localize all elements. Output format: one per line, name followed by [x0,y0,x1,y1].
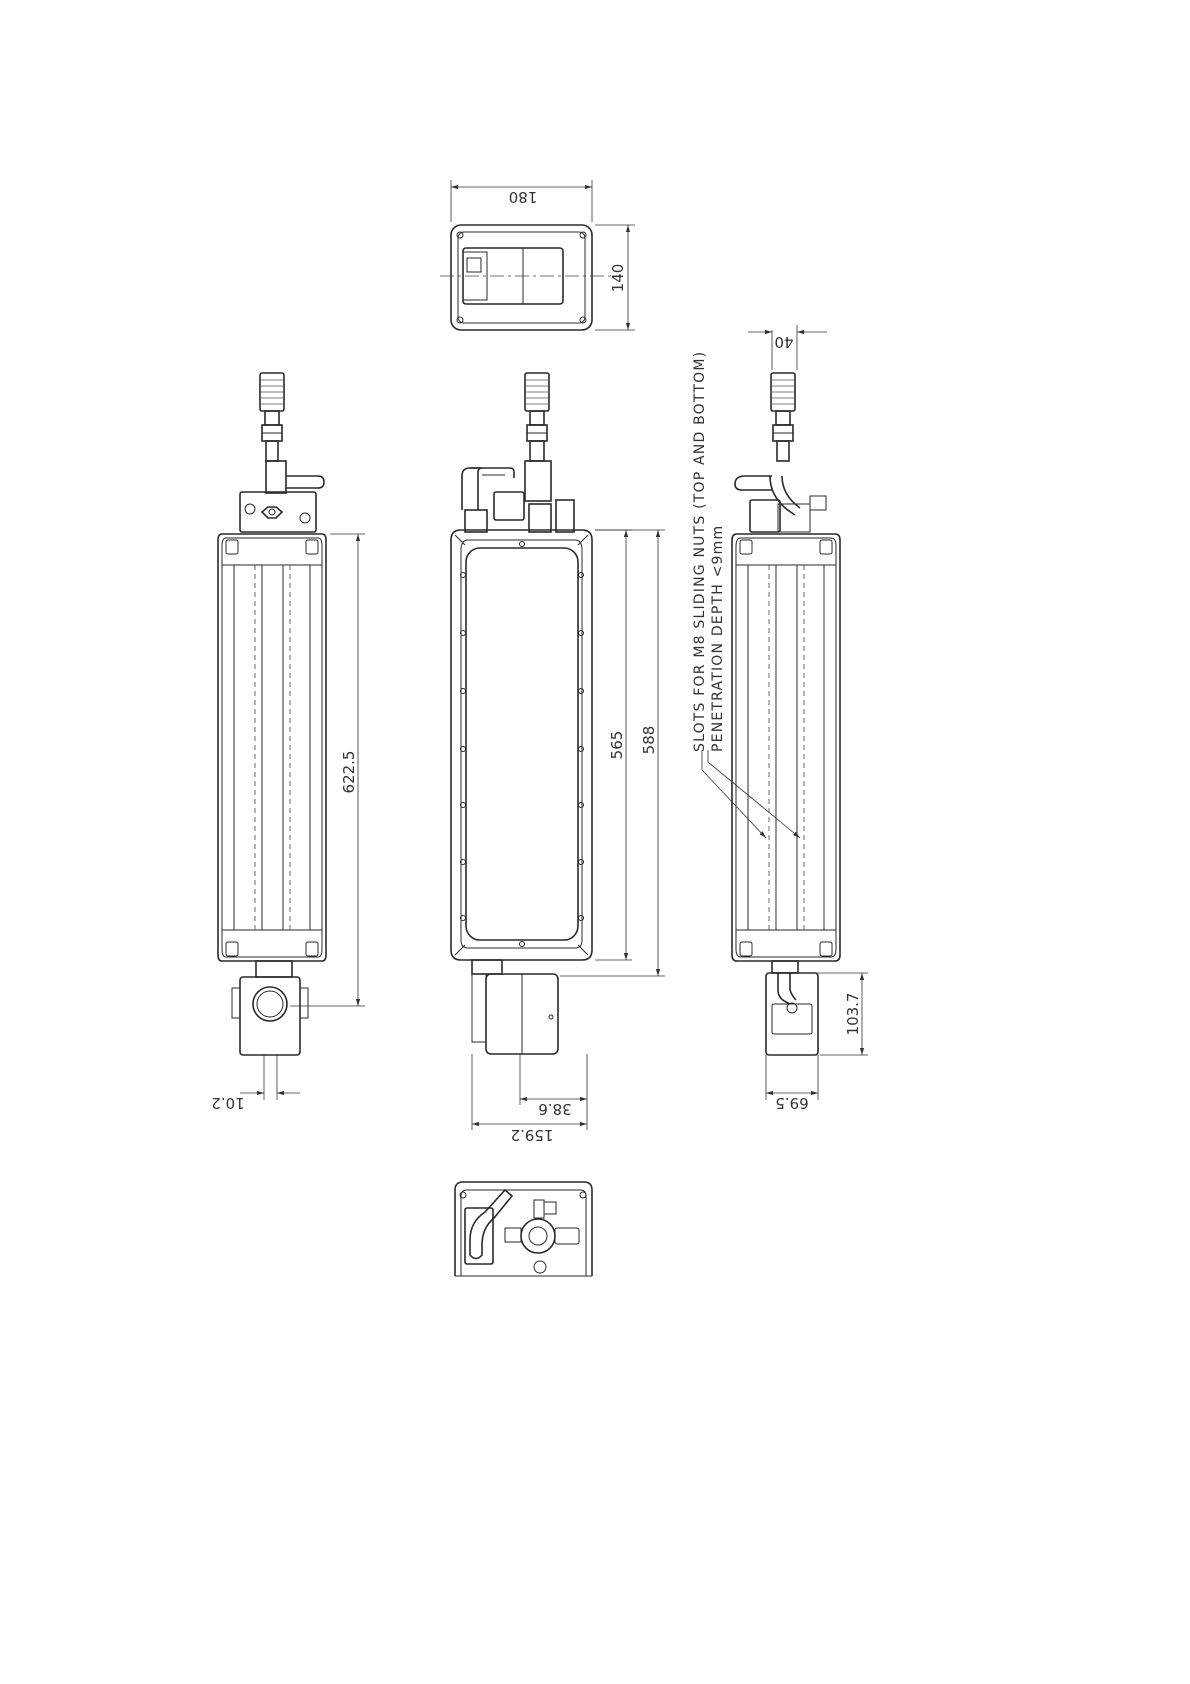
right-view: 40 103.7 69.5 [702,325,868,1112]
junction-box-icon [472,974,558,1054]
front-view: 565 588 38.6 159.2 [451,373,665,1144]
note-block: SLOTS FOR M8 SLIDING NUTS (TOP AND BOTTO… [692,351,726,752]
dim-588: 588 [640,726,658,755]
note-line-2: PENETRATION DEPTH <9mm [710,525,726,752]
note-line-1: SLOTS FOR M8 SLIDING NUTS (TOP AND BOTTO… [692,351,708,752]
dim-140: 140 [609,264,627,293]
dim-40: 40 [774,333,793,351]
dim-180: 180 [509,188,538,206]
dim-159-2: 159.2 [511,1126,554,1144]
valve-icon [232,977,308,1055]
hex-nut-icon [262,507,282,518]
bottom-view [455,1182,592,1276]
left-view: 622.5 10.2 [211,373,365,1112]
dim-103-7: 103.7 [844,993,862,1036]
dim-565: 565 [608,731,626,760]
dim-38-6: 38.6 [538,1100,571,1118]
silencer-icon [260,373,284,411]
dim-69-5: 69.5 [775,1094,808,1112]
top-view: 180 140 [440,180,635,330]
dim-622-5: 622.5 [340,751,358,794]
dim-10-2: 10.2 [211,1094,244,1112]
